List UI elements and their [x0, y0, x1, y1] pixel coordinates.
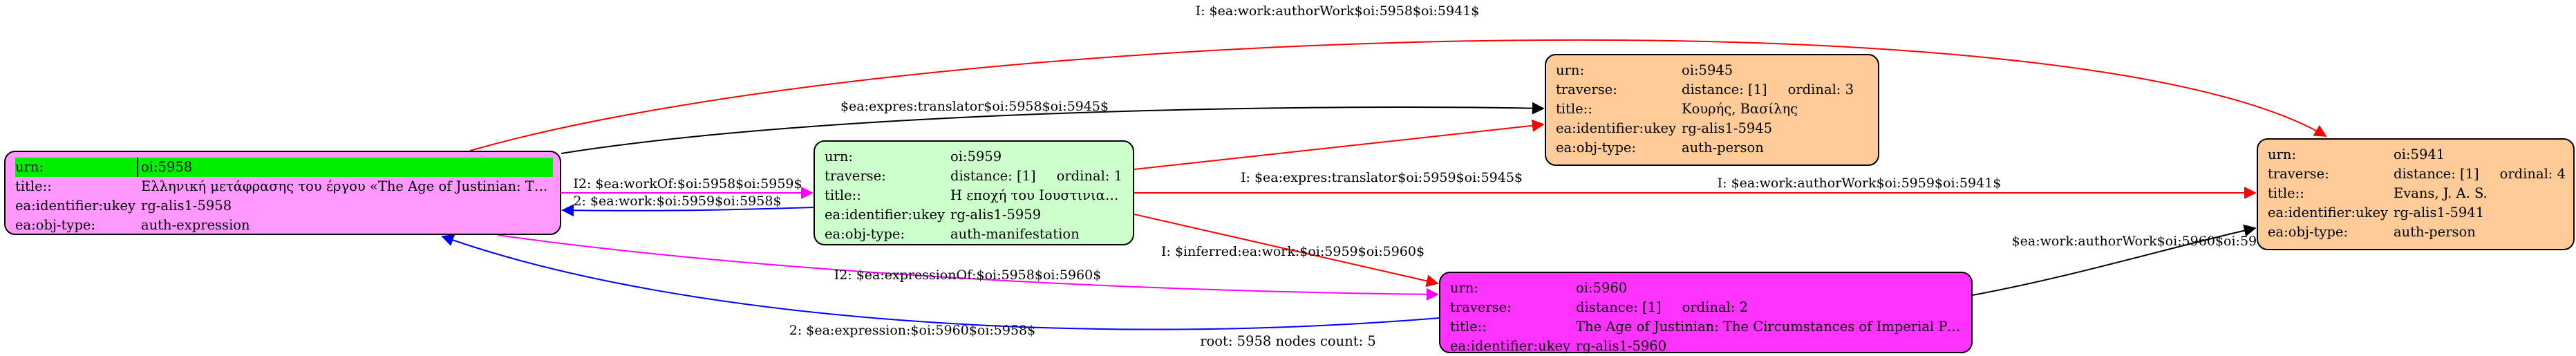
- traverse-row: traverse: distance: [1] ordinal: 1: [825, 167, 1126, 186]
- type-value: auth-person: [1682, 140, 1764, 156]
- urn-value: oi:5958: [137, 158, 192, 177]
- ukey-key: ea:identifier:ukey: [1450, 338, 1570, 354]
- urn-row: urn: oi:5941: [2268, 145, 2566, 165]
- ordinal-value: ordinal: 4: [2499, 166, 2566, 182]
- type-key: ea:obj-type:: [15, 217, 96, 233]
- traverse-row: traverse: distance: [1] ordinal: 3: [1556, 80, 1871, 100]
- edge-label: I2: $ea:workOf:$oi:5958$oi:5959$: [573, 176, 802, 191]
- distance-value: distance: [1]: [950, 168, 1036, 184]
- type-key: ea:obj-type:: [2268, 224, 2349, 240]
- title-value: Η εποχή του Ιουστινιανού: [950, 187, 1126, 203]
- edge-translator-5958-5945: [561, 102, 1545, 154]
- traverse-row: traverse: distance: [1] ordinal: 2: [1450, 298, 1964, 317]
- urn-key: urn:: [825, 149, 854, 165]
- title-row: title:: Ελληνική μετάφρασης του έργου «T…: [15, 177, 553, 196]
- edge-label: I: $inferred:ea:work:$oi:5959$oi:5960$: [1161, 244, 1425, 259]
- traverse-key: traverse:: [825, 168, 886, 184]
- type-row: ea:obj-type: auth-person: [2268, 223, 2566, 242]
- ukey-key: ea:identifier:ukey: [1556, 120, 1676, 136]
- ukey-row: ea:identifier:ukey rg-alis1-5960: [1450, 337, 1964, 356]
- ukey-key: ea:identifier:ukey: [2268, 205, 2388, 221]
- graph-footer: root: 5958 nodes count: 5: [1200, 333, 1376, 349]
- urn-value: oi:5959: [950, 149, 1002, 165]
- node-oi-5941[interactable]: urn: oi:5941 traverse: distance: [1] ord…: [2257, 138, 2575, 250]
- node-oi-5959[interactable]: urn: oi:5959 traverse: distance: [1] ord…: [814, 140, 1134, 245]
- distance-value: distance: [1]: [2394, 166, 2479, 182]
- ukey-value: rg-alis1-5941: [2394, 205, 2485, 221]
- edge-translator-5959-5945: [1134, 119, 1545, 170]
- distance-value: distance: [1]: [1576, 299, 1662, 315]
- ukey-value: rg-alis1-5945: [1682, 120, 1773, 136]
- title-row: title:: Κουρής, Βασίλης: [1556, 100, 1871, 119]
- edge-label: $ea:work:authorWork$oi:5960$oi:5941$: [2012, 234, 2282, 249]
- urn-row: urn: oi:5960: [1450, 279, 1964, 298]
- edge-expression-5960-5958: [441, 234, 1440, 330]
- edge-label: 2: $ea:expression:$oi:5960$oi:5958$: [789, 323, 1036, 338]
- type-row: ea:obj-type: auth-manifestation: [825, 225, 1126, 244]
- title-key: title::: [1450, 319, 1487, 335]
- ordinal-value: ordinal: 1: [1056, 168, 1122, 184]
- urn-row: urn: oi:5958: [15, 158, 553, 177]
- ukey-key: ea:identifier:ukey: [825, 207, 945, 223]
- title-value: Κουρής, Βασίλης: [1682, 101, 1798, 117]
- traverse-key: traverse:: [1556, 82, 1617, 97]
- ukey-key: ea:identifier:ukey: [15, 198, 135, 214]
- edge-label: I: $ea:work:authorWork$oi:5958$oi:5941$: [1196, 3, 1480, 19]
- type-key: ea:obj-type:: [1556, 140, 1637, 156]
- title-value: Evans, J. A. S.: [2394, 185, 2488, 201]
- edge-work-5959-5958: [561, 204, 814, 217]
- title-key: title::: [2268, 185, 2304, 201]
- ukey-value: rg-alis1-5958: [141, 198, 232, 214]
- type-value: auth-person: [2394, 224, 2476, 240]
- urn-key: urn:: [1556, 62, 1585, 78]
- type-row: ea:obj-type: auth-expression: [15, 216, 553, 235]
- ukey-row: ea:identifier:ukey rg-alis1-5941: [2268, 203, 2566, 223]
- type-value: auth-expression: [141, 217, 250, 233]
- edge-label: I: $ea:expres:translator$oi:5959$oi:5945…: [1241, 170, 1523, 185]
- ukey-row: ea:identifier:ukey rg-alis1-5959: [825, 205, 1126, 225]
- ordinal-value: ordinal: 2: [1682, 299, 1748, 315]
- urn-row: urn: oi:5945: [1556, 61, 1871, 80]
- traverse-key: traverse:: [1450, 299, 1512, 315]
- urn-key: urn:: [2268, 147, 2297, 162]
- ordinal-value: ordinal: 3: [1787, 82, 1854, 97]
- urn-key: urn:: [15, 159, 44, 175]
- edge-label: I2: $ea:expressionOf:$oi:5958$oi:5960$: [834, 268, 1102, 283]
- urn-row: urn: oi:5959: [825, 147, 1126, 167]
- title-key: title::: [1556, 101, 1592, 117]
- title-row: title:: The Age of Justinian: The Circum…: [1450, 317, 1964, 337]
- ukey-row: ea:identifier:ukey rg-alis1-5958: [15, 196, 553, 216]
- urn-key: urn:: [1450, 280, 1479, 296]
- title-value: Ελληνική μετάφρασης του έργου «The Age o…: [141, 178, 553, 194]
- title-key: title::: [15, 178, 52, 194]
- edge-authorwork-5960-5941: [1972, 224, 2257, 296]
- node-oi-5945[interactable]: urn: oi:5945 traverse: distance: [1] ord…: [1545, 54, 1879, 166]
- type-key: ea:obj-type:: [825, 226, 905, 242]
- node-oi-5960[interactable]: urn: oi:5960 traverse: distance: [1] ord…: [1439, 272, 1973, 356]
- title-row: title:: Evans, J. A. S.: [2268, 184, 2566, 203]
- urn-value: oi:5960: [1576, 280, 1628, 296]
- ukey-value: rg-alis1-5959: [950, 207, 1042, 223]
- node-oi-5958[interactable]: urn: oi:5958 title:: Ελληνική μετάφρασης…: [4, 151, 561, 235]
- urn-value: oi:5945: [1682, 62, 1733, 78]
- type-value: auth-manifestation: [950, 226, 1080, 242]
- traverse-key: traverse:: [2268, 166, 2329, 182]
- edge-label: I: $ea:work:authorWork$oi:5959$oi:5941$: [1718, 176, 2002, 191]
- edge-expressionof-5958-5960: [497, 234, 1439, 301]
- title-key: title::: [825, 187, 861, 203]
- type-row: ea:obj-type: auth-person: [1556, 138, 1871, 158]
- urn-value: oi:5941: [2394, 147, 2445, 162]
- traverse-row: traverse: distance: [1] ordinal: 4: [2268, 165, 2566, 184]
- ukey-row: ea:identifier:ukey rg-alis1-5945: [1556, 119, 1871, 138]
- title-row: title:: Η εποχή του Ιουστινιανού: [825, 186, 1126, 205]
- edge-label: 2: $ea:work:$oi:5959$oi:5958$: [573, 194, 781, 209]
- edge-inferred-5959-5960: [1134, 214, 1439, 288]
- edge-authorwork-5958-5941: [469, 39, 2327, 151]
- distance-value: distance: [1]: [1682, 82, 1767, 97]
- edge-label: $ea:expres:translator$oi:5958$oi:5945$: [840, 99, 1109, 114]
